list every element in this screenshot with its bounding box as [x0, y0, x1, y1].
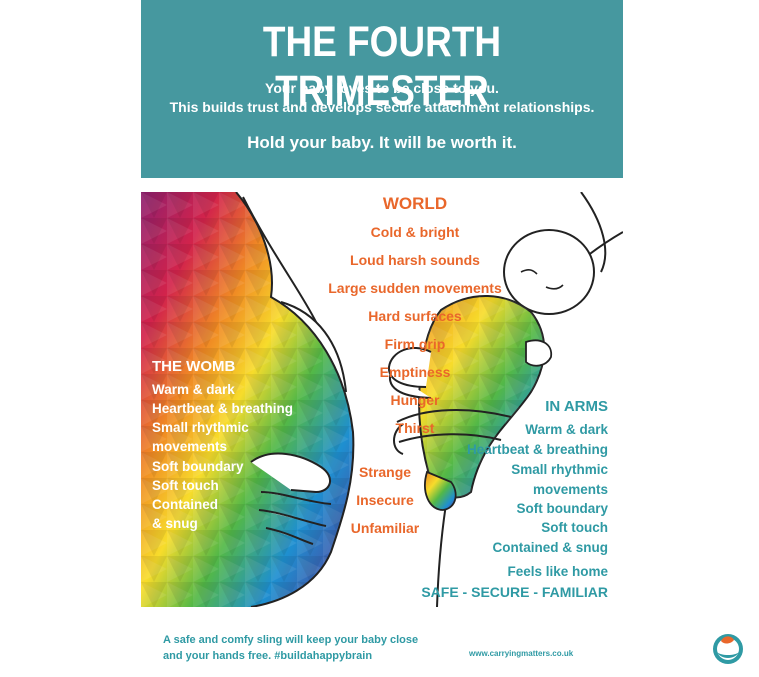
page-title: THE FOURTH TRIMESTER	[262, 18, 502, 115]
tagline: Hold your baby. It will be worth it.	[247, 133, 517, 152]
footer-note-line-1: A safe and comfy sling will keep your ba…	[163, 634, 419, 646]
world-item: Strange	[358, 464, 412, 480]
womb-item: Soft touch	[152, 478, 219, 493]
womb-item: movements	[152, 439, 228, 454]
arms-item: Soft boundary	[516, 501, 609, 516]
arms-safe-text: SAFE - SECURE - FAMILIAR	[421, 584, 608, 600]
arms-item: Soft touch	[541, 520, 608, 535]
womb-title: THE WOMB	[152, 358, 236, 375]
womb-item: Heartbeat & breathing	[152, 401, 294, 416]
womb-item: Soft boundary	[152, 459, 244, 474]
arms-item: Contained & snug	[492, 540, 609, 555]
mother-and-baby-illustration	[141, 192, 623, 607]
womb-item: Warm & dark	[152, 382, 235, 397]
subtitle-line-2: This builds trust and develops secure at…	[169, 99, 595, 115]
subtitle-line-1: Your baby loves to be close to you.	[265, 80, 499, 96]
world-item: Firm grip	[384, 336, 446, 352]
poster: THE FOURTH TRIMESTER Your baby loves to …	[141, 0, 743, 677]
arms-item: Heartbeat & breathing	[466, 442, 608, 457]
world-item: Hard surfaces	[368, 308, 462, 324]
arms-item: Warm & dark	[525, 422, 608, 437]
world-item: Insecure	[356, 492, 414, 508]
carrying-matters-logo-icon	[711, 632, 745, 666]
footer-note: A safe and comfy sling will keep your ba…	[163, 632, 418, 664]
arms-title: IN ARMS	[545, 398, 608, 415]
womb-item: & snug	[152, 516, 198, 531]
arms-item: Small rhythmic	[511, 462, 608, 477]
world-item: Large sudden movements	[328, 280, 502, 296]
world-title: WORLD	[382, 194, 448, 213]
world-item: Cold & bright	[370, 224, 460, 240]
footer-note-line-2: and your hands free. #buildahappybrain	[163, 650, 373, 662]
world-item: Thirst	[395, 420, 435, 436]
world-item: Emptiness	[379, 364, 451, 380]
womb-item: Contained	[152, 497, 218, 512]
world-item: Loud harsh sounds	[350, 252, 480, 268]
arms-home-text: Feels like home	[507, 564, 608, 579]
world-item: Unfamiliar	[350, 520, 420, 536]
arms-item: movements	[532, 482, 608, 497]
footer-url[interactable]: www.carryingmatters.co.uk	[469, 649, 574, 658]
womb-item: Small rhythmic	[152, 420, 249, 435]
world-item: Hunger	[390, 392, 440, 408]
header-banner: THE FOURTH TRIMESTER Your baby loves to …	[141, 0, 623, 178]
